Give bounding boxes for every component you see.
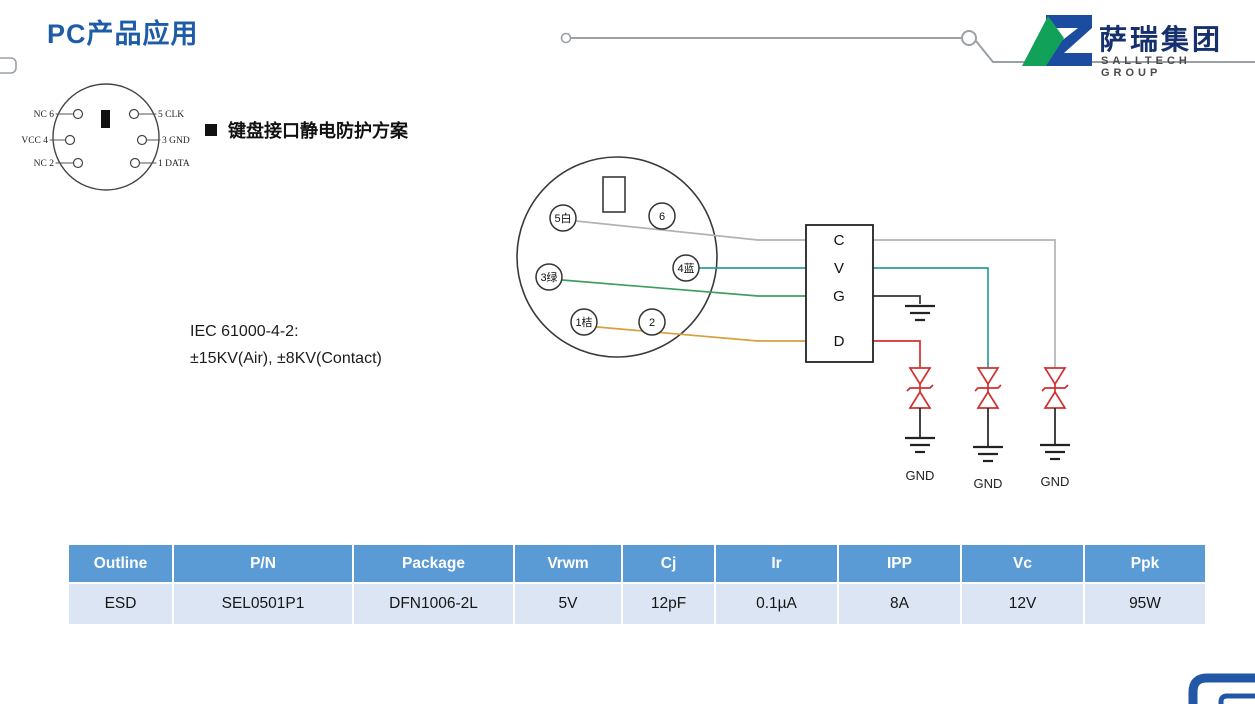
table-header-cell: Vrwm bbox=[513, 543, 623, 584]
ground-symbol bbox=[1040, 443, 1070, 461]
company-name-en: SALLTECH GROUP bbox=[1101, 55, 1191, 79]
table-header-cell: Cj bbox=[621, 543, 716, 584]
gnd-label: GND bbox=[906, 468, 935, 483]
table-header-row: Outline P/N Package Vrwm Cj Ir IPP Vc Pp… bbox=[67, 543, 1207, 584]
signal-bus-box: C V G D bbox=[805, 224, 874, 363]
iec-line1: IEC 61000-4-2: bbox=[190, 323, 299, 340]
table-cell: 95W bbox=[1083, 582, 1207, 626]
left-edge-ornament bbox=[0, 57, 17, 74]
bus-label: C bbox=[834, 232, 845, 249]
mini-pin-label: 3 GND bbox=[162, 136, 190, 146]
connector-key-notch bbox=[602, 176, 626, 213]
spec-table: Outline P/N Package Vrwm Cj Ir IPP Vc Pp… bbox=[67, 543, 1207, 626]
section-heading: 键盘接口静电防护方案 bbox=[205, 117, 408, 143]
ground-symbol bbox=[973, 445, 1003, 463]
table-cell: DFN1006-2L bbox=[352, 582, 515, 626]
pin-label: 2 bbox=[649, 317, 655, 329]
wire-data bbox=[596, 326, 806, 342]
table-header-cell: Ppk bbox=[1083, 543, 1207, 584]
pin-label: 6 bbox=[659, 211, 665, 223]
table-header-cell: IPP bbox=[837, 543, 962, 584]
section-heading-text: 键盘接口静电防护方案 bbox=[228, 121, 408, 141]
table-header-cell: Package bbox=[352, 543, 515, 584]
iec-standard-note: IEC 61000-4-2: ±15KV(Air), ±8KV(Contact) bbox=[190, 318, 382, 372]
wire-vcc-out bbox=[873, 267, 989, 368]
pin-label: 1桔 bbox=[575, 315, 592, 329]
mini-pin-label: VCC 4 bbox=[21, 136, 48, 146]
table-cell: 0.1µA bbox=[714, 582, 839, 626]
ground-symbol bbox=[905, 436, 935, 454]
table-cell: 8A bbox=[837, 582, 962, 626]
ground-symbol-g bbox=[905, 304, 935, 322]
esd-schematic: 5白 6 3绿 4蓝 1桔 2 C V G D GND bbox=[516, 156, 1070, 491]
table-cell: SEL0501P1 bbox=[172, 582, 354, 626]
table-cell: 12V bbox=[960, 582, 1085, 626]
iec-line2: ±15KV(Air), ±8KV(Contact) bbox=[190, 350, 382, 367]
table-header-cell: Vc bbox=[960, 543, 1085, 584]
table-header-cell: P/N bbox=[172, 543, 354, 584]
tvs-diode bbox=[974, 367, 1002, 409]
bottom-right-ornament bbox=[1188, 673, 1255, 704]
gnd-label: GND bbox=[1041, 474, 1070, 489]
wire-clk-out bbox=[873, 239, 1056, 368]
wire-gnd-out bbox=[873, 295, 921, 304]
pin-label: 3绿 bbox=[540, 270, 557, 284]
company-name-cn: 萨瑞集团 bbox=[1099, 24, 1224, 55]
tvs-diode bbox=[1041, 367, 1069, 409]
tvs-diode bbox=[906, 367, 934, 409]
bullet-square-icon bbox=[205, 124, 217, 136]
table-header-cell: Ir bbox=[714, 543, 839, 584]
mini-ps2-pinout: NC 6 5 CLK VCC 4 3 GND NC 2 1 DATA bbox=[21, 83, 190, 191]
pin-label: 5白 bbox=[554, 211, 571, 225]
bus-label: V bbox=[834, 260, 844, 277]
bus-label: G bbox=[833, 288, 845, 305]
mini-pin-label: NC 6 bbox=[34, 110, 55, 120]
gnd-label: GND bbox=[974, 476, 1003, 491]
company-logo-icon bbox=[1022, 15, 1092, 66]
top-divider-line bbox=[560, 30, 1255, 63]
table-header-cell: Outline bbox=[67, 543, 174, 584]
connector-pins: 5白 6 3绿 4蓝 1桔 2 bbox=[535, 202, 700, 336]
wire-clk bbox=[575, 220, 806, 241]
table-cell: ESD bbox=[67, 582, 174, 626]
wire-data-out bbox=[873, 340, 921, 368]
table-cell: 5V bbox=[513, 582, 623, 626]
bus-label: D bbox=[834, 333, 845, 350]
page-title: PC产品应用 bbox=[47, 19, 199, 49]
table-cell: 12pF bbox=[621, 582, 716, 626]
wire-gnd bbox=[561, 279, 806, 297]
connector-face bbox=[516, 156, 718, 358]
pin-label: 4蓝 bbox=[677, 262, 694, 275]
mini-pin-label: 1 DATA bbox=[158, 159, 190, 169]
mini-pin-label: 5 CLK bbox=[158, 110, 184, 120]
key-notch bbox=[101, 110, 110, 128]
table-row: ESD SEL0501P1 DFN1006-2L 5V 12pF 0.1µA 8… bbox=[67, 582, 1207, 626]
mini-pin-label: NC 2 bbox=[34, 159, 55, 169]
